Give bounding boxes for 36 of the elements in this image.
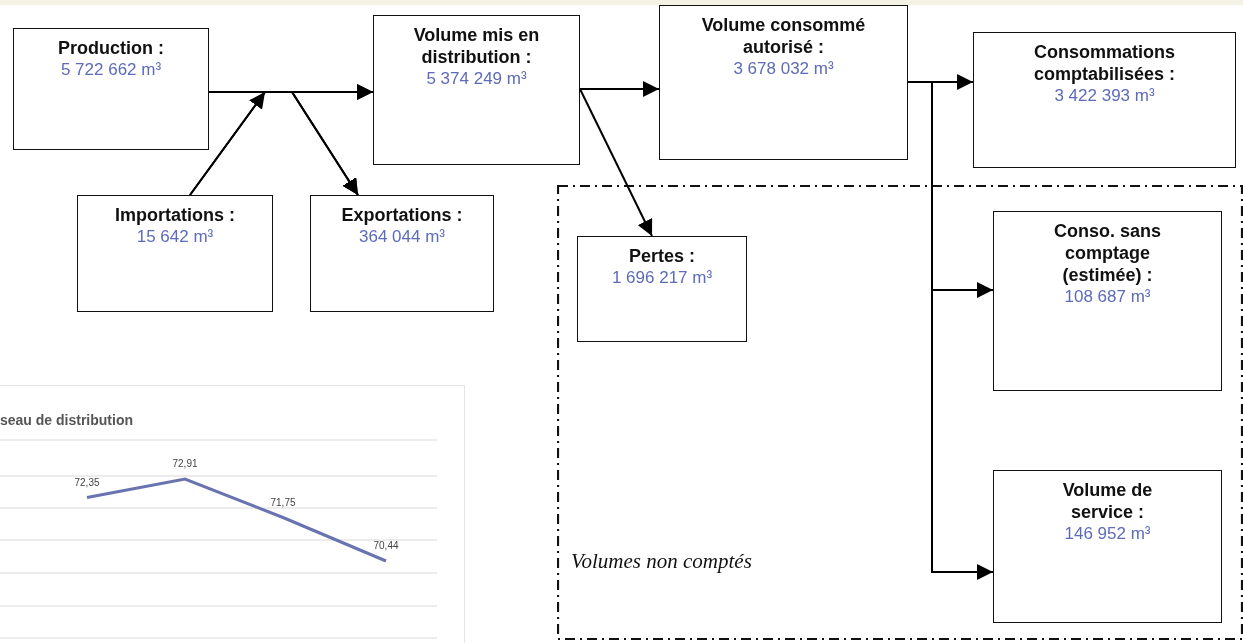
flow-box [577, 236, 747, 342]
arrow [579, 81, 660, 97]
volume-value: 15 642 m³ [136, 226, 214, 248]
box-heading: Volume mis en distribution : [412, 24, 541, 68]
box-heading: Production : [58, 37, 164, 59]
box-heading: Exportations : [341, 204, 463, 226]
flow-box [373, 15, 580, 165]
volume-value: 108 687 m³ [1064, 286, 1151, 308]
box-heading: Conso. sans comptage (estimée) : [1053, 220, 1162, 286]
box-heading: Volume de service : [1061, 479, 1154, 523]
volume-value: 146 952 m³ [1064, 523, 1151, 545]
flow-box [993, 470, 1222, 623]
data-label: 71,75 [270, 496, 296, 508]
chart-title: seau de distribution [0, 412, 133, 428]
data-label: 72,91 [172, 458, 198, 469]
flow-box [310, 195, 494, 312]
box-heading: Consommations comptabilisées : [1032, 41, 1176, 85]
data-label: 70,44 [373, 540, 399, 551]
flow-box [77, 195, 273, 312]
volume-value: 3 422 393 m³ [1054, 85, 1155, 107]
flow-box [993, 211, 1222, 391]
data-label: 72,35 [74, 476, 100, 488]
volume-value: 3 678 032 m³ [733, 58, 834, 80]
volume-value: 5 374 249 m³ [426, 68, 527, 90]
region-label: Volumes non comptés [571, 549, 752, 574]
box-heading: Volume consommé autorisé : [700, 14, 867, 58]
dashed-region [557, 185, 1243, 640]
box-heading: Importations : [115, 204, 235, 226]
flow-box [13, 28, 209, 150]
arrow [579, 88, 653, 237]
volume-value: 1 696 217 m³ [611, 267, 713, 289]
box-heading: Pertes : [628, 245, 695, 267]
flow-box [973, 32, 1236, 168]
volume-value: 5 722 662 m³ [60, 59, 162, 81]
flow-box [659, 5, 908, 160]
volume-value: 364 044 m³ [359, 226, 445, 248]
